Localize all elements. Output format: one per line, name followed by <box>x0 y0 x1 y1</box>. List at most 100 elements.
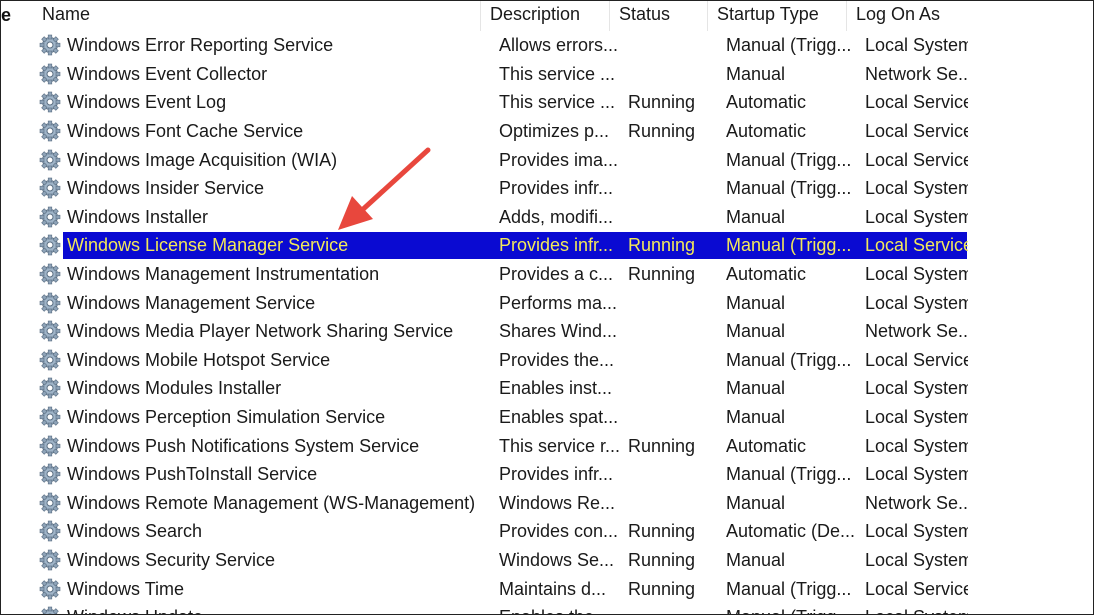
service-log-on-as: Local System <box>865 178 968 199</box>
service-startup-type: Manual (Trigg... <box>726 235 852 256</box>
service-name: Windows Perception Simulation Service <box>67 407 386 428</box>
service-status: Running <box>628 435 696 456</box>
service-name: Windows Installer <box>67 206 209 227</box>
gear-icon <box>37 90 63 114</box>
service-row[interactable]: Windows Mobile Hotspot Service Provides t… <box>37 346 977 375</box>
service-row[interactable]: Windows Installer Adds, modifi... Manual Lo… <box>37 203 977 232</box>
service-name: Windows Image Acquisition (WIA) <box>67 149 338 170</box>
service-startup-type: Manual <box>726 407 786 428</box>
service-row[interactable]: Windows PushToInstall Service Provides in… <box>37 460 977 489</box>
service-startup-type: Manual (Trigg... <box>726 35 852 56</box>
gear-icon <box>37 262 63 286</box>
service-log-on-as: Local Service <box>865 121 968 142</box>
service-status: Running <box>628 121 696 142</box>
column-header-startup-type[interactable]: Startup Type <box>708 1 847 31</box>
gear-icon <box>37 491 63 515</box>
service-status: Running <box>628 521 696 542</box>
service-startup-type: Manual <box>726 492 786 513</box>
service-row[interactable]: Windows Management Service Performs ma...… <box>37 288 977 317</box>
column-header-name[interactable]: Name <box>33 1 481 31</box>
service-description: Adds, modifi... <box>499 206 614 227</box>
gear-icon <box>37 376 63 400</box>
service-name: Windows Mobile Hotspot Service <box>67 349 331 370</box>
service-startup-type: Manual (Trigg... <box>726 178 852 199</box>
service-startup-type: Manual (Trigg... <box>726 349 852 370</box>
service-startup-type: Manual <box>726 292 786 313</box>
gear-icon <box>37 577 63 601</box>
gear-icon <box>37 462 63 486</box>
service-row[interactable]: Windows Media Player Network Sharing Ser… <box>37 317 977 346</box>
service-startup-type: Manual <box>726 549 786 570</box>
service-name: Windows Management Instrumentation <box>67 264 380 285</box>
gear-icon <box>37 548 63 572</box>
service-log-on-as: Local System <box>865 521 968 542</box>
column-header-log-on-as[interactable]: Log On As <box>856 4 941 24</box>
gear-icon <box>37 148 63 172</box>
service-description: This service r... <box>499 435 619 456</box>
gear-icon <box>37 405 63 429</box>
column-header-status[interactable]: Status <box>610 1 708 31</box>
service-name: Windows Time <box>67 578 185 599</box>
service-description: Provides the... <box>499 349 615 370</box>
service-log-on-as: Local Service <box>865 235 968 256</box>
service-startup-type: Manual <box>726 206 786 227</box>
service-startup-type: Manual (Trigg... <box>726 464 852 485</box>
left-pane-stub: e <box>1 5 12 25</box>
service-log-on-as: Local System <box>865 549 968 570</box>
service-log-on-as: Network Se... <box>865 492 968 513</box>
service-startup-type: Manual (Trigg... <box>726 149 852 170</box>
service-name: Windows Event Log <box>67 92 227 113</box>
service-description: Provides infr... <box>499 178 614 199</box>
service-log-on-as: Local System <box>865 435 968 456</box>
gear-icon <box>37 205 63 229</box>
service-row[interactable]: Windows Push Notifications System Servic… <box>37 431 977 460</box>
service-name: Windows PushToInstall Service <box>67 464 318 485</box>
service-description: Performs ma... <box>499 292 618 313</box>
service-description: Windows Re... <box>499 492 616 513</box>
service-log-on-as: Local System <box>865 292 968 313</box>
service-startup-type: Automatic <box>726 435 807 456</box>
gear-icon <box>37 33 63 57</box>
service-name: Windows Search <box>67 521 203 542</box>
service-startup-type: Manual (Trigg... <box>717 605 856 614</box>
gear-icon <box>37 519 63 543</box>
gear-icon <box>37 176 63 200</box>
service-status: Running <box>628 549 696 570</box>
service-description: Provides infr... <box>499 464 614 485</box>
service-row[interactable]: Windows Remote Management (WS-Management… <box>37 489 977 518</box>
service-description: Enables inst... <box>499 378 613 399</box>
service-name: Windows Management Service <box>67 292 316 313</box>
gear-icon <box>37 319 63 343</box>
service-startup-type: Automatic <box>726 264 807 285</box>
service-name: Windows Remote Management (WS-Management… <box>67 492 476 513</box>
column-header-description[interactable]: Description <box>481 1 610 31</box>
service-log-on-as: Local Service <box>865 149 968 170</box>
column-header-row: Name Description Status Startup Type Log… <box>33 1 969 31</box>
service-name: Windows Update <box>63 605 490 614</box>
service-description: This service ... <box>499 63 616 84</box>
service-startup-type: Automatic (De... <box>726 521 856 542</box>
service-startup-type: Manual <box>726 63 786 84</box>
service-log-on-as: Local Service <box>865 92 968 113</box>
service-row[interactable]: Windows Image Acquisition (WIA)Provides … <box>37 145 977 174</box>
service-log-on-as: Local System <box>865 206 968 227</box>
service-startup-type: Manual <box>726 321 786 342</box>
service-log-on-as: Local System <box>865 407 968 428</box>
service-description: Allows errors... <box>499 35 619 56</box>
service-row[interactable]: Windows UpdateEnables the...Manual (Trig… <box>37 603 977 614</box>
gear-icon <box>37 233 63 257</box>
gear-icon <box>37 119 63 143</box>
